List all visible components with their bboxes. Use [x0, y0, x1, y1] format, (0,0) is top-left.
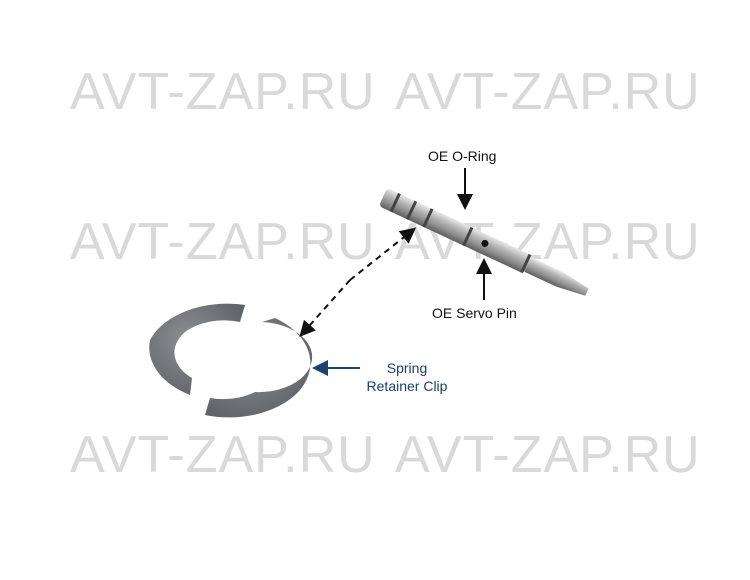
- clip-label-line2: Retainer Clip: [366, 378, 448, 394]
- watermark: AVT-ZAP.RU: [70, 213, 376, 271]
- servo-pin-label: OE Servo Pin: [432, 305, 517, 321]
- servo-pin-image: [380, 189, 589, 296]
- dashed-arrow: [349, 227, 417, 281]
- spring-retainer-clip-image: [149, 303, 313, 418]
- clip-label: Spring Retainer Clip: [362, 359, 452, 395]
- watermark: AVT-ZAP.RU: [70, 426, 376, 484]
- watermark: AVT-ZAP.RU: [395, 63, 701, 121]
- dashed-arrow: [299, 279, 351, 337]
- clip-label-line1: Spring: [386, 360, 428, 376]
- o-ring-label: OE O-Ring: [428, 148, 497, 164]
- watermark: AVT-ZAP.RU: [395, 426, 701, 484]
- watermark: AVT-ZAP.RU: [70, 63, 376, 121]
